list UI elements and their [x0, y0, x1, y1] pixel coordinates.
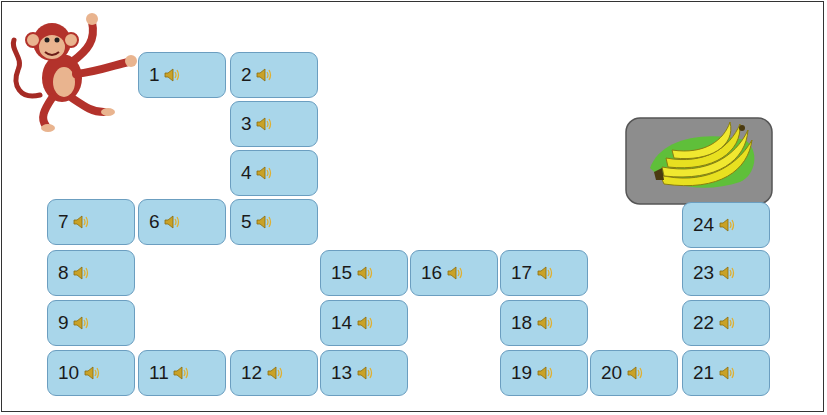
- speaker-icon: [73, 214, 89, 230]
- board-tile: 16: [410, 250, 498, 296]
- tile-number: 7: [58, 211, 69, 233]
- board-tile: 18: [500, 300, 588, 346]
- speaker-icon: [719, 365, 735, 381]
- board-tile: 5: [230, 199, 318, 245]
- speaker-icon: [164, 214, 180, 230]
- speaker-icon: [719, 265, 735, 281]
- board-tile: 21: [682, 350, 770, 396]
- tile-number: 13: [331, 362, 352, 384]
- board-tile: 1: [138, 52, 226, 98]
- speaker-icon: [537, 265, 553, 281]
- board-tile: 9: [47, 300, 135, 346]
- speaker-icon: [357, 315, 373, 331]
- tile-number: 22: [693, 312, 714, 334]
- tile-number: 1: [149, 64, 160, 86]
- monkey-figure: [13, 13, 137, 132]
- tile-number: 14: [331, 312, 352, 334]
- tile-number: 3: [241, 113, 252, 135]
- tile-number: 10: [58, 362, 79, 384]
- speaker-icon: [537, 365, 553, 381]
- board-tile: 3: [230, 101, 318, 147]
- speaker-icon: [84, 365, 100, 381]
- speaker-icon: [256, 67, 272, 83]
- speaker-icon: [256, 165, 272, 181]
- tile-number: 6: [149, 211, 160, 233]
- tile-number: 17: [511, 262, 532, 284]
- banana-goal: [626, 118, 772, 204]
- speaker-icon: [357, 265, 373, 281]
- board-tile: 10: [47, 350, 135, 396]
- tile-number: 4: [241, 162, 252, 184]
- speaker-icon: [447, 265, 463, 281]
- board-tile: 22: [682, 300, 770, 346]
- board-tile: 11: [138, 350, 226, 396]
- tile-number: 18: [511, 312, 532, 334]
- board-tile: 14: [320, 300, 408, 346]
- tile-number: 21: [693, 362, 714, 384]
- tile-number: 20: [601, 362, 622, 384]
- board-tile: 13: [320, 350, 408, 396]
- speaker-icon: [537, 315, 553, 331]
- board-tile: 19: [500, 350, 588, 396]
- board-tile: 15: [320, 250, 408, 296]
- tile-number: 12: [241, 362, 262, 384]
- speaker-icon: [73, 265, 89, 281]
- tile-number: 11: [149, 362, 169, 384]
- speaker-icon: [256, 116, 272, 132]
- board-tile: 12: [230, 350, 318, 396]
- tile-number: 5: [241, 211, 252, 233]
- speaker-icon: [164, 67, 180, 83]
- board-tile: 4: [230, 150, 318, 196]
- tile-number: 9: [58, 312, 69, 334]
- speaker-icon: [627, 365, 643, 381]
- speaker-icon: [173, 365, 189, 381]
- tile-number: 15: [331, 262, 352, 284]
- tile-number: 16: [421, 262, 442, 284]
- speaker-icon: [73, 315, 89, 331]
- board-tile: 7: [47, 199, 135, 245]
- tile-number: 24: [693, 214, 714, 236]
- speaker-icon: [357, 365, 373, 381]
- speaker-icon: [256, 214, 272, 230]
- tile-number: 8: [58, 262, 69, 284]
- speaker-icon: [267, 365, 283, 381]
- board-tile: 17: [500, 250, 588, 296]
- board-tile: 2: [230, 52, 318, 98]
- speaker-icon: [719, 217, 735, 233]
- board-tile: 8: [47, 250, 135, 296]
- board-tile: 23: [682, 250, 770, 296]
- tile-number: 23: [693, 262, 714, 284]
- tile-number: 19: [511, 362, 532, 384]
- board-tile: 20: [590, 350, 678, 396]
- speaker-icon: [719, 315, 735, 331]
- board-tile: 6: [138, 199, 226, 245]
- tile-number: 2: [241, 64, 252, 86]
- board-tile: 24: [682, 202, 770, 248]
